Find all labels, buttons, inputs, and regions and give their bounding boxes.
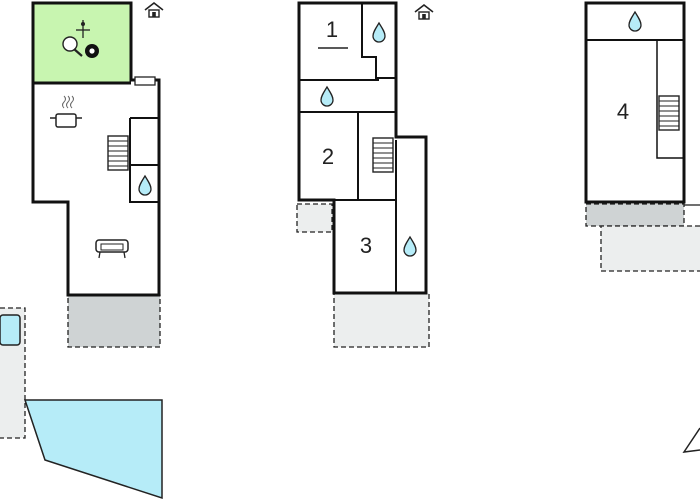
house-entrance-icon bbox=[414, 4, 434, 20]
terrace-mid-bottom bbox=[333, 292, 430, 348]
staircase-icon bbox=[372, 137, 394, 173]
window-element bbox=[134, 76, 156, 86]
water-drop-icon bbox=[320, 86, 334, 107]
room-label-1: 1 bbox=[326, 17, 338, 42]
room-label-2: 2 bbox=[322, 144, 334, 169]
staircase-icon bbox=[658, 95, 680, 131]
games-room bbox=[33, 3, 131, 83]
pool-small bbox=[0, 314, 21, 346]
table-tennis-billiards-icon bbox=[62, 20, 99, 58]
room-label-3: 3 bbox=[360, 233, 372, 258]
terrace-right-outdoor bbox=[600, 225, 700, 272]
first-floor: 1 2 3 bbox=[296, 1, 434, 348]
terrace-lower-left bbox=[67, 294, 161, 348]
second-floor-walls bbox=[584, 1, 686, 204]
swimming-pool bbox=[23, 399, 163, 500]
water-drop-icon bbox=[138, 175, 152, 196]
ground-floor bbox=[0, 1, 164, 500]
staircase-icon bbox=[107, 135, 129, 171]
room-label-4: 4 bbox=[617, 99, 629, 124]
water-drop-icon bbox=[372, 22, 386, 43]
second-floor: 4 bbox=[584, 1, 700, 453]
sofa-icon bbox=[95, 239, 129, 259]
terrace-right-grey bbox=[585, 203, 685, 227]
water-drop-icon bbox=[628, 11, 642, 32]
north-arrow-icon bbox=[682, 427, 700, 453]
terrace-mid-left bbox=[296, 203, 333, 233]
cooking-pot-icon bbox=[50, 95, 82, 128]
house-entrance-icon bbox=[144, 2, 164, 18]
water-drop-icon bbox=[403, 236, 417, 257]
ground-floor-walls bbox=[31, 1, 161, 297]
first-floor-walls bbox=[297, 1, 428, 295]
